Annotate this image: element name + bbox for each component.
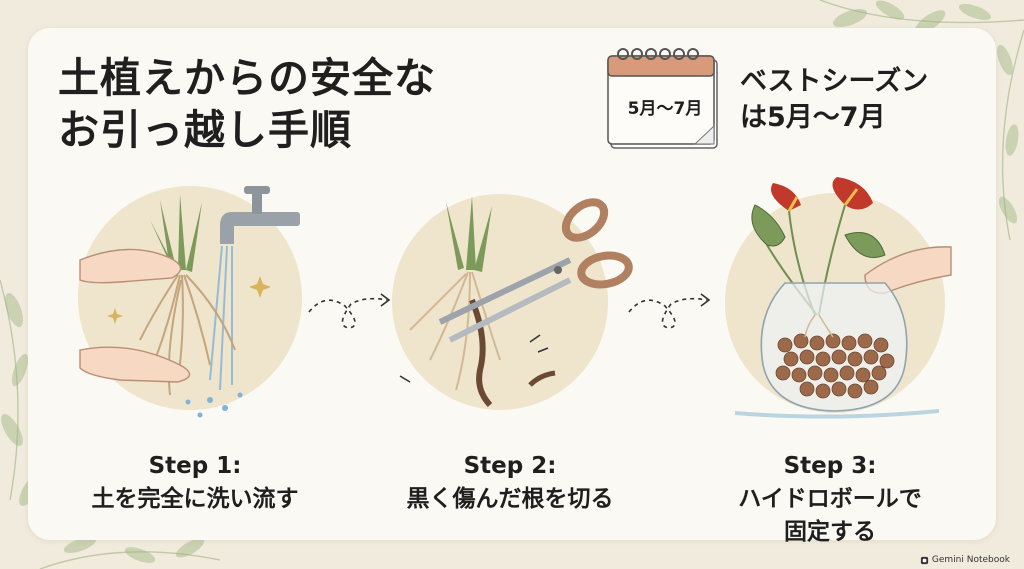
step-3-description-line-1: ハイドロボールで — [738, 486, 922, 512]
best-season-text: ベストシーズン は5月〜7月 — [740, 64, 928, 136]
step-2-label: Step 2: 黒く傷んだ根を切る — [380, 450, 640, 516]
title-line-1: 土植えからの安全な — [58, 54, 436, 102]
step-2-description: 黒く傷んだ根を切る — [406, 486, 614, 512]
washing-roots-icon — [78, 186, 302, 418]
step-2-number: Step 2: — [463, 453, 557, 479]
season-line-1: ベストシーズン — [740, 66, 929, 97]
step-3-label: Step 3: ハイドロボールで 固定する — [705, 450, 955, 549]
brand-watermark: Gemini Notebook — [920, 555, 1010, 565]
arrow-icon-1 — [308, 293, 391, 329]
step-1-number: Step 1: — [148, 453, 242, 479]
season-line-2: は5月〜7月 — [740, 102, 886, 133]
calendar-text: 5月〜7月 — [627, 99, 703, 119]
step-3-description-line-2: 固定する — [784, 519, 876, 545]
title-line-2: お引っ越し手順 — [58, 106, 352, 154]
calendar-icon — [607, 48, 718, 149]
page-title: 土植えからの安全な お引っ越し手順 — [58, 52, 436, 156]
notebook-logo-icon — [920, 556, 929, 564]
step-3-number: Step 3: — [783, 453, 877, 479]
scissors-cutting-roots-icon — [392, 194, 633, 410]
anthurium-hydroball-vase-icon — [725, 177, 952, 419]
arrow-icon-2 — [628, 293, 711, 329]
step-1-label: Step 1: 土を完全に洗い流す — [70, 450, 320, 516]
brand-label: Gemini Notebook — [931, 555, 1010, 565]
step-1-description: 土を完全に洗い流す — [91, 486, 299, 512]
